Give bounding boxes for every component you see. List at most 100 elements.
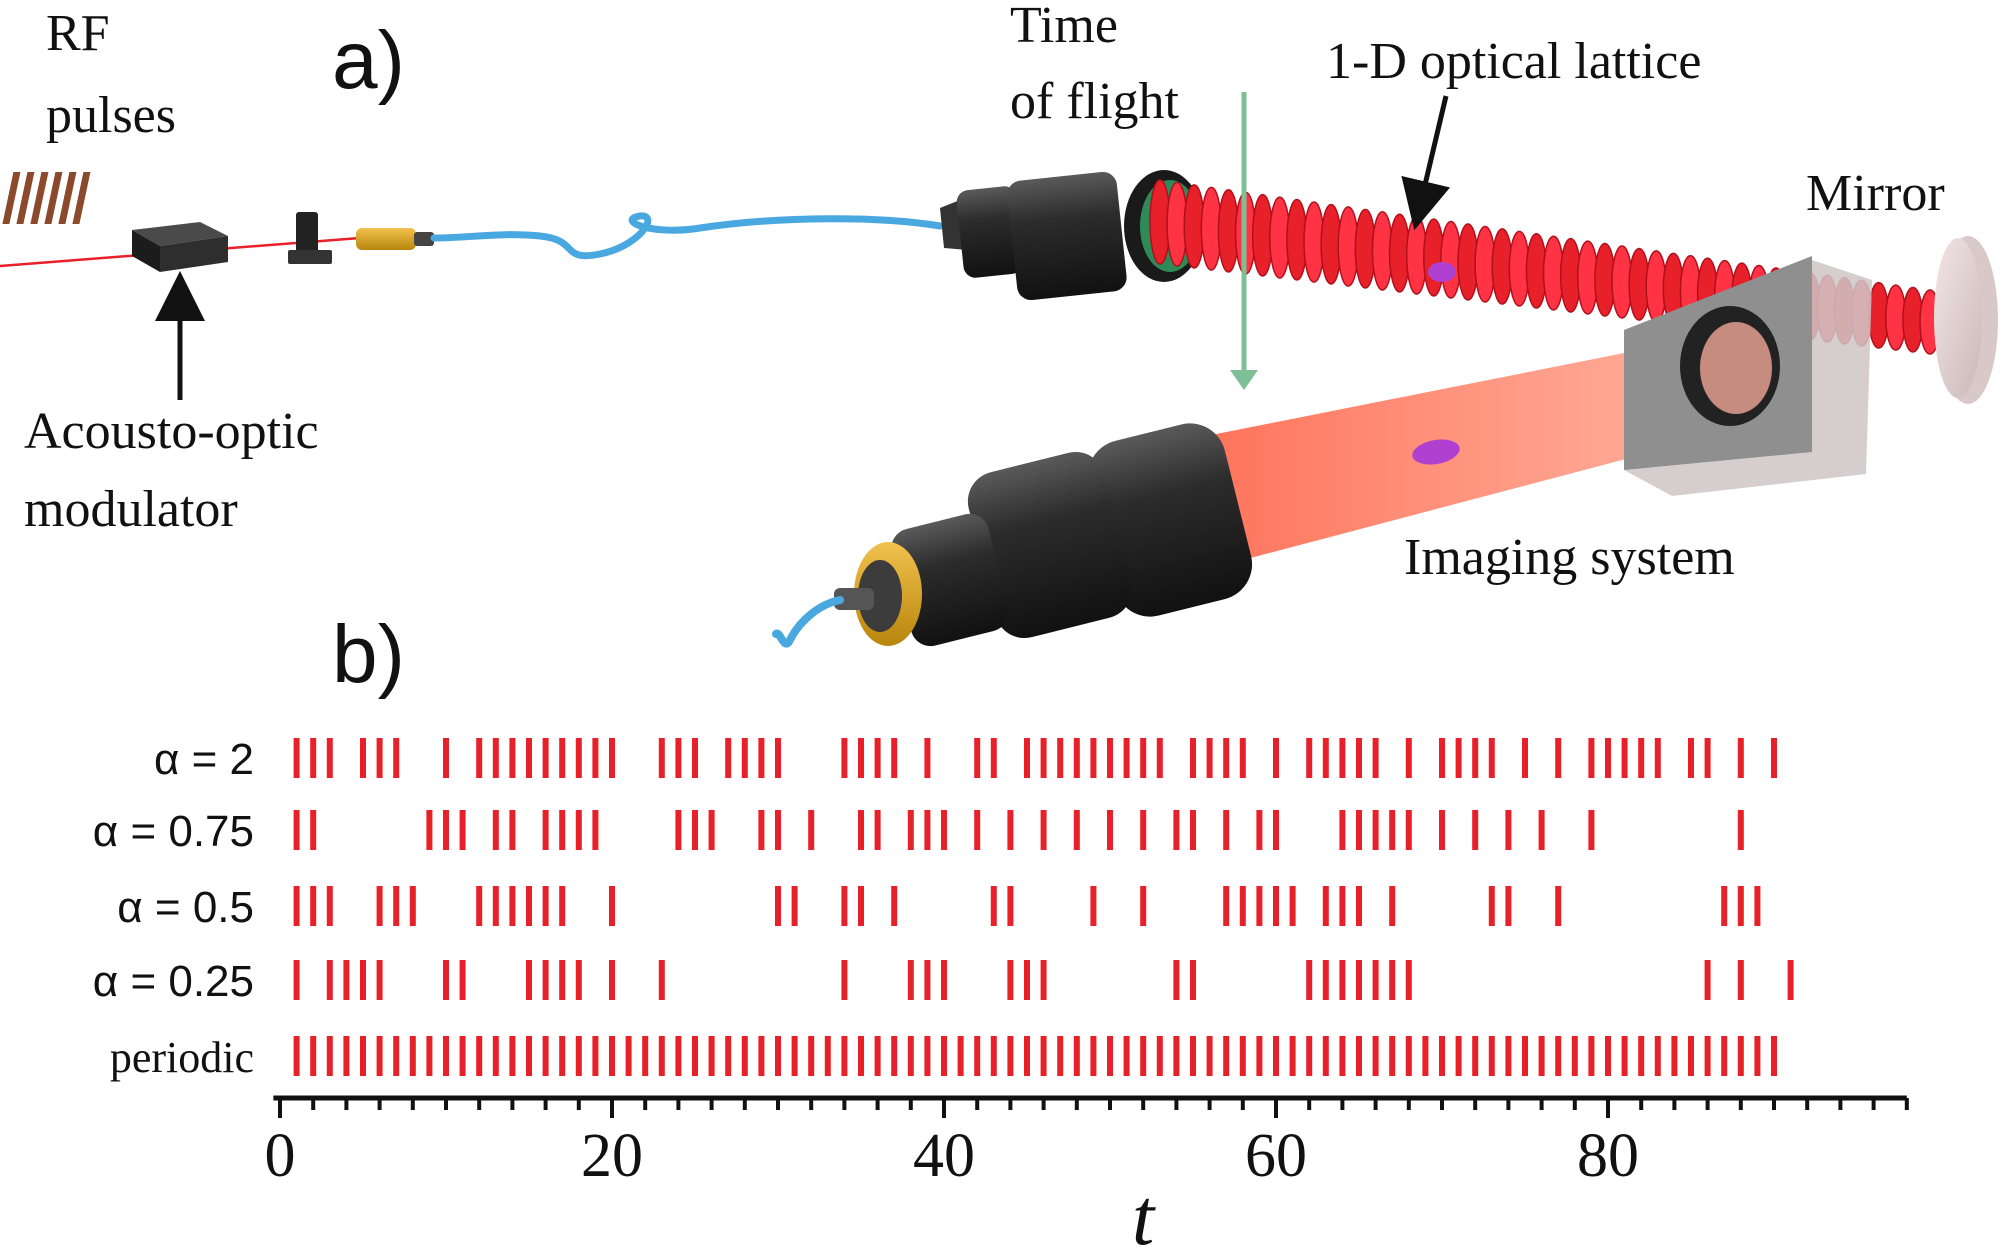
panel-a: a) RF pulses Acousto-optic modulator	[0, 0, 1998, 648]
pulse-mark	[1090, 738, 1097, 778]
pulse-mark	[1123, 738, 1130, 778]
pulse-mark	[1256, 810, 1263, 850]
pulse-mark	[791, 886, 798, 926]
pulse-mark	[526, 886, 532, 926]
pulse-mark	[1389, 1036, 1396, 1076]
pulse-mark	[990, 738, 997, 778]
pulse-mark	[1322, 1036, 1329, 1076]
pulse-mark	[775, 886, 781, 926]
pulse-mark	[858, 1036, 864, 1076]
pulse-mark	[1737, 960, 1744, 1000]
pulse-mark	[409, 1036, 416, 1076]
row-label: α = 0.25	[93, 957, 254, 1006]
pulse-mark	[858, 886, 864, 926]
pulse-mark	[559, 960, 566, 1000]
pulse-mark	[1754, 886, 1761, 926]
pulse-mark	[1405, 738, 1412, 778]
pulse-mark	[592, 738, 599, 778]
pulse-mark	[907, 1036, 914, 1076]
pulse-mark	[1654, 738, 1661, 778]
pulse-mark	[310, 738, 317, 778]
pulse-mark	[1306, 1036, 1313, 1076]
imaging-fiber	[772, 596, 844, 648]
pulse-mark	[1472, 810, 1479, 850]
pulse-mark	[692, 1036, 698, 1076]
pulse-mark	[509, 810, 516, 850]
pulse-mark	[1555, 886, 1562, 926]
pulse-mark	[1024, 738, 1030, 778]
pulse-mark	[658, 738, 665, 778]
pulse-mark	[658, 960, 665, 1000]
pulse-mark	[974, 810, 981, 850]
tof-arrow-head	[1230, 370, 1258, 390]
pulse-mark	[692, 738, 698, 778]
pulse-mark	[1555, 1036, 1562, 1076]
pulse-mark	[1190, 960, 1196, 1000]
pulse-mark	[492, 738, 499, 778]
pulse-mark	[1439, 810, 1445, 850]
pulse-mark	[542, 960, 549, 1000]
pulse-mark	[1571, 1036, 1578, 1076]
pulse-mark	[409, 886, 416, 926]
pulse-mark	[393, 738, 400, 778]
pulse-mark	[1156, 738, 1163, 778]
pulse-mark	[1721, 886, 1728, 926]
pulse-mark	[542, 810, 549, 850]
pulse-mark	[1356, 810, 1362, 850]
pulse-mark	[775, 1036, 781, 1076]
pulse-mark	[1322, 738, 1329, 778]
pulse-mark	[1107, 738, 1113, 778]
pulse-mark	[775, 810, 781, 850]
pulse-mark	[575, 1036, 582, 1076]
pulse-mark	[459, 960, 466, 1000]
pulse-mark	[874, 810, 881, 850]
pulse-mark	[1024, 1036, 1030, 1076]
pulse-mark	[1223, 810, 1230, 850]
panel-b-label: b)	[332, 609, 405, 700]
row-label: α = 0.5	[117, 883, 254, 932]
pulse-mark	[1223, 1036, 1230, 1076]
pulse-mark	[758, 810, 765, 850]
pulse-mark	[1621, 1036, 1628, 1076]
pulse-mark	[924, 738, 931, 778]
pulse-mark	[941, 1036, 947, 1076]
pulse-mark	[443, 810, 449, 850]
imaging-window-icon	[1624, 256, 1872, 496]
optical-fiber	[430, 212, 944, 260]
pulse-mark	[1455, 1036, 1462, 1076]
pulse-mark	[1771, 1036, 1777, 1076]
pulse-mark	[1140, 738, 1147, 778]
pulse-mark	[1339, 738, 1346, 778]
tick-label: 20	[581, 1122, 643, 1190]
pulse-mark	[1256, 886, 1263, 926]
pulse-mark	[1173, 1036, 1180, 1076]
pulse-mark	[1273, 886, 1279, 926]
pulse-mark	[1156, 1036, 1163, 1076]
pulse-mark	[1007, 810, 1014, 850]
panel-a-label: a)	[332, 15, 405, 106]
pulse-mark	[542, 1036, 549, 1076]
fiber-coupler-icon	[288, 212, 434, 264]
pulse-mark	[675, 810, 682, 850]
pulse-mark	[293, 1036, 300, 1076]
pulse-mark	[791, 1036, 798, 1076]
pulse-mark	[1522, 1036, 1528, 1076]
pulse-mark	[1339, 1036, 1346, 1076]
pulse-mark	[1754, 1036, 1761, 1076]
pulse-mark	[459, 810, 466, 850]
pulse-mark	[1654, 1036, 1661, 1076]
pulse-mark	[1588, 738, 1595, 778]
time-axis-label: t	[1132, 1174, 1156, 1252]
rf-pulse-icon	[2, 172, 91, 224]
pulse-mark	[526, 738, 532, 778]
pulse-mark	[1007, 960, 1014, 1000]
pulse-mark	[1488, 738, 1495, 778]
pulse-mark	[1605, 738, 1611, 778]
pulse-mark	[808, 1036, 815, 1076]
pulse-mark	[426, 1036, 433, 1076]
pulse-mark	[1206, 738, 1213, 778]
pulse-mark	[924, 810, 931, 850]
pulse-mark	[1787, 960, 1794, 1000]
pulse-mark	[758, 738, 765, 778]
pulse-mark	[1638, 738, 1645, 778]
